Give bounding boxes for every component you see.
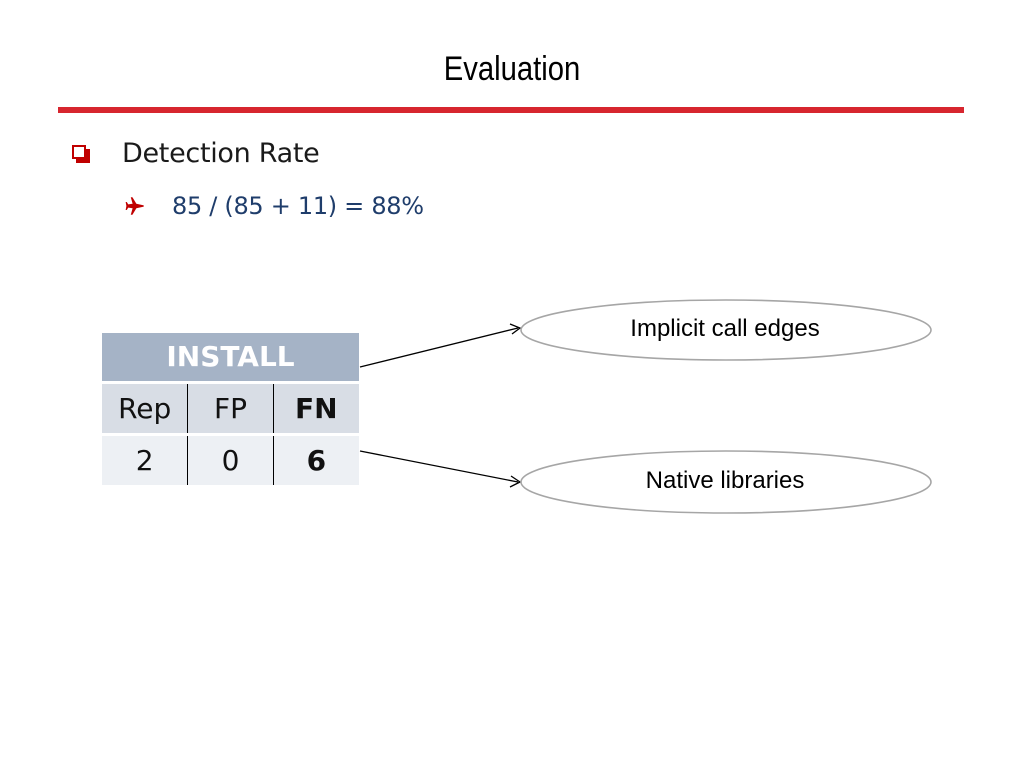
arrowhead-bottom bbox=[509, 475, 522, 488]
cell-fn-value: 6 bbox=[306, 444, 327, 477]
arrowhead-top bbox=[509, 323, 522, 335]
bullet-text-formula: 85 / (85 + 11) = 88% bbox=[172, 192, 424, 220]
arrow-to-native-libraries bbox=[359, 450, 519, 483]
table-row: 2 0 6 bbox=[102, 436, 359, 485]
bullet-level-2: 85 / (85 + 11) = 88% bbox=[124, 192, 424, 220]
install-table: INSTALL Rep FP FN 2 0 6 bbox=[102, 333, 359, 485]
cell-fp-value: 0 bbox=[188, 436, 274, 485]
bullet-level-1: Detection Rate bbox=[72, 138, 320, 169]
slide-title: Evaluation bbox=[443, 50, 581, 88]
table-header-install: INSTALL bbox=[102, 333, 359, 384]
column-header-fn: FN bbox=[295, 392, 338, 425]
table-column-headers: Rep FP FN bbox=[102, 384, 359, 436]
callout-implicit-call-edges: Implicit call edges bbox=[630, 315, 820, 342]
airplane-icon bbox=[125, 197, 144, 215]
title-underline bbox=[58, 107, 964, 113]
cell-rep-value: 2 bbox=[102, 436, 189, 485]
callout-native-libraries: Native libraries bbox=[645, 467, 805, 494]
checkbox-square-icon bbox=[72, 144, 90, 163]
column-header-rep: Rep bbox=[102, 384, 189, 433]
column-header-fp: FP bbox=[188, 384, 274, 433]
bullet-text-detection-rate: Detection Rate bbox=[122, 138, 320, 169]
arrow-to-implicit-call-edges bbox=[359, 327, 519, 368]
